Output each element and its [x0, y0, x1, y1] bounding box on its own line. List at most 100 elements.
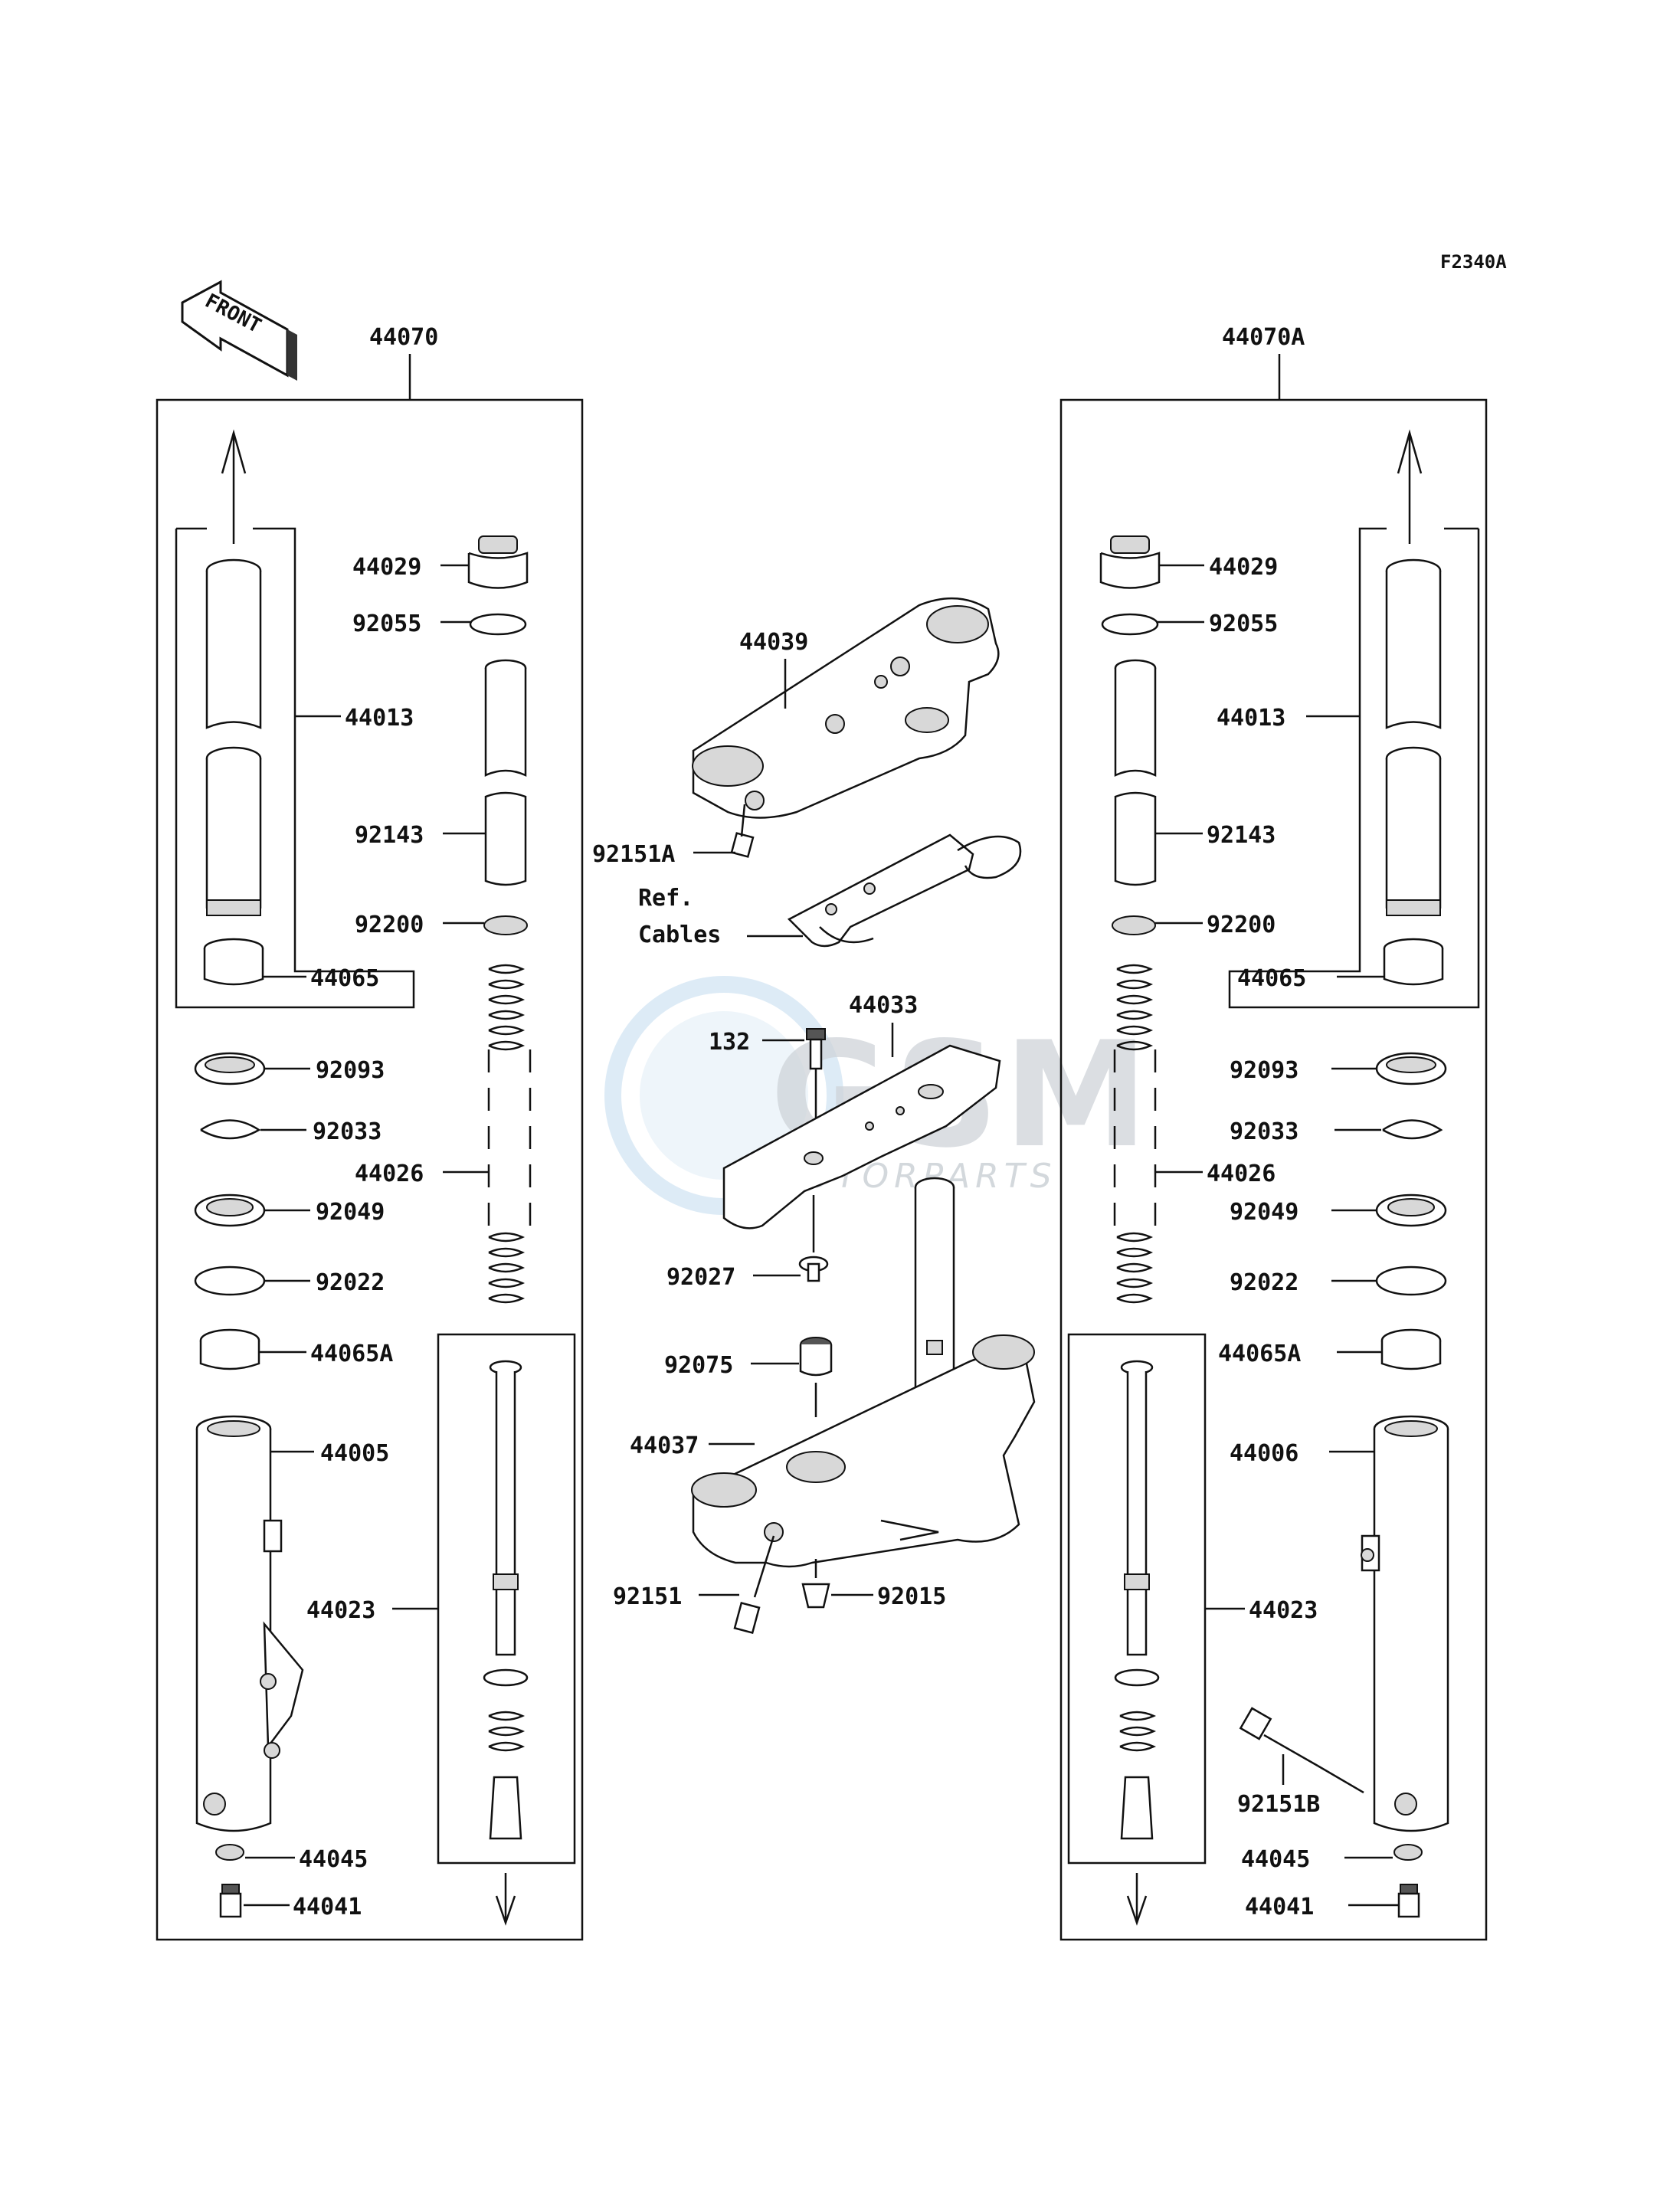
o-ring-92055-left [469, 613, 527, 636]
o-ring-92055-right [1101, 613, 1159, 636]
label-ref: Ref. [638, 885, 693, 912]
washer-92022-right [1375, 1265, 1447, 1296]
assembly-label-right: 44070A [1222, 324, 1305, 351]
inner-tube-left [205, 558, 262, 916]
label-92151: 92151 [613, 1583, 682, 1610]
label-44041-right: 44041 [1245, 1894, 1314, 1920]
label-44039: 44039 [739, 629, 808, 656]
spring-44026-left [487, 964, 532, 1304]
label-92093-right: 92093 [1230, 1057, 1298, 1084]
label-132: 132 [709, 1029, 750, 1056]
upper-bracket-44039 [692, 597, 1000, 819]
spacer-92143-right [1114, 659, 1157, 886]
label-cables: Cables [638, 922, 721, 948]
right-fork-assembly: 44070A [1059, 324, 1488, 1941]
washer-92022-left [194, 1265, 266, 1296]
assembly-label-left: 44070 [369, 324, 438, 351]
drain-bolt-44041-left [219, 1884, 242, 1918]
cap-bolt-44029-right [1099, 535, 1161, 589]
label-44023-right: 44023 [1249, 1597, 1318, 1624]
outer-tube-44005-left [195, 1415, 304, 1832]
left-fork-assembly: 44070 [156, 324, 584, 1941]
label-44033: 44033 [849, 992, 918, 1019]
label-92151B: 92151B [1237, 1791, 1320, 1818]
meter-bracket-44033 [722, 1044, 1001, 1229]
damper-92075 [799, 1337, 833, 1417]
washer-92200-right [1112, 915, 1156, 935]
bush-44065A-right [1380, 1328, 1442, 1370]
dust-seal-92093-right [1375, 1052, 1447, 1085]
gasket-44045-right [1393, 1844, 1423, 1861]
label-92033-left: 92033 [313, 1118, 382, 1145]
dust-seal-92093-left [194, 1052, 266, 1085]
label-92143-left: 92143 [355, 822, 424, 849]
label-44041-left: 44041 [293, 1894, 362, 1920]
label-44023-left: 44023 [306, 1597, 375, 1624]
label-44005: 44005 [320, 1440, 389, 1467]
damper-box-right [1067, 1333, 1207, 1865]
leader-lines-right [1155, 564, 1399, 1907]
washer-92200-left [483, 915, 528, 935]
label-44029-left: 44029 [352, 554, 421, 581]
bolt-92151B [1239, 1707, 1364, 1794]
label-44065-right: 44065 [1237, 965, 1306, 992]
leader-lines-left [244, 564, 489, 1907]
label-44045-right: 44045 [1241, 1846, 1310, 1873]
bolt-92151 [733, 1535, 775, 1635]
label-92049-right: 92049 [1230, 1199, 1298, 1226]
cap-bolt-44029-left [467, 535, 529, 589]
cable-bracket [787, 833, 1022, 948]
oil-seal-92049-left [194, 1193, 266, 1227]
left-assembly-frame [156, 398, 584, 1941]
inner-tube-right [1385, 558, 1442, 916]
steering-stem-44037 [691, 1177, 1036, 1568]
bolt-92151A [730, 804, 755, 858]
circlip-92033-right [1382, 1119, 1443, 1140]
label-92015: 92015 [877, 1583, 946, 1610]
label-44026-right: 44026 [1207, 1161, 1276, 1187]
damper-rod-44023-left [483, 1360, 529, 1840]
spring-44026-right [1113, 964, 1157, 1304]
label-92075: 92075 [664, 1352, 733, 1379]
watermark-globe-fill [640, 1011, 808, 1180]
spacer-92143-left [484, 659, 527, 886]
damper-box-left [437, 1333, 576, 1865]
outer-tube-44006-right [1361, 1415, 1449, 1832]
leader-lines-center [693, 659, 894, 1596]
front-arrow-icon: FRONT [181, 280, 297, 381]
label-44037: 44037 [630, 1432, 699, 1459]
nut-92015 [801, 1559, 830, 1609]
center-steering-assembly: 44039 92151A Ref. Cables 132 44033 92027… [592, 597, 1036, 1635]
label-92200-right: 92200 [1207, 912, 1276, 938]
bush-44065-right [1383, 938, 1444, 986]
label-44006: 44006 [1230, 1440, 1298, 1467]
label-92022-left: 92022 [316, 1269, 385, 1296]
label-92151A: 92151A [592, 841, 675, 868]
label-44029-right: 44029 [1209, 554, 1278, 581]
label-92033-right: 92033 [1230, 1118, 1298, 1145]
gasket-44045-left [215, 1844, 244, 1861]
label-92143-right: 92143 [1207, 822, 1276, 849]
damper-rod-44023-right [1114, 1360, 1160, 1840]
figure-code: F2340A [1440, 251, 1507, 273]
right-assembly-frame [1059, 398, 1488, 1941]
label-44026-left: 44026 [355, 1161, 424, 1187]
label-92027: 92027 [666, 1264, 735, 1291]
label-44065A-right: 44065A [1218, 1341, 1301, 1367]
label-44013-right: 44013 [1217, 705, 1285, 732]
circlip-92033-left [200, 1119, 261, 1140]
bush-44065A-left [199, 1328, 260, 1370]
bush-44065-left [203, 938, 264, 986]
label-92022-right: 92022 [1230, 1269, 1298, 1296]
label-92049-left: 92049 [316, 1199, 385, 1226]
label-92055-left: 92055 [352, 611, 421, 637]
oil-seal-92049-right [1375, 1193, 1447, 1227]
label-44065A-left: 44065A [310, 1341, 393, 1367]
label-92055-right: 92055 [1209, 611, 1278, 637]
label-44013-left: 44013 [345, 705, 414, 732]
label-44045-left: 44045 [299, 1846, 368, 1873]
label-44065-left: 44065 [310, 965, 379, 992]
drain-bolt-44041-right [1397, 1884, 1420, 1918]
